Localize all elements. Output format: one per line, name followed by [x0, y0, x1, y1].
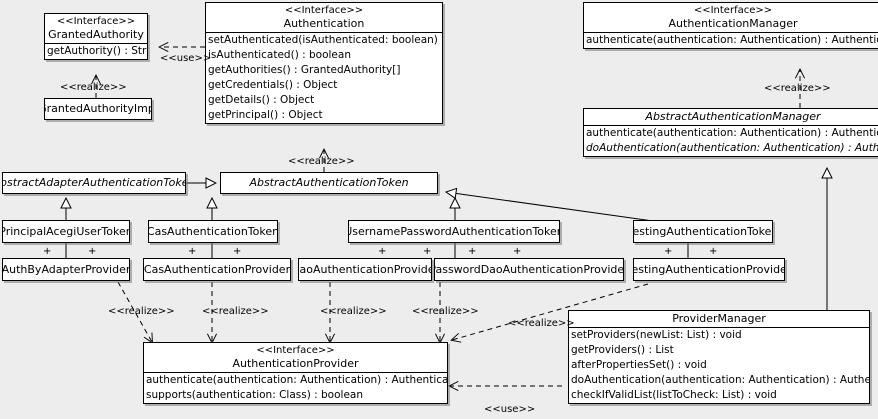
class-name: ProviderManager: [672, 312, 766, 325]
edge-label-use-authentication-granted-authority: <<use>>: [160, 53, 212, 64]
operations-compartment: setProviders(newList: List) : void getPr…: [569, 328, 869, 403]
class-authentication-provider[interactable]: <<Interface>> AuthenticationProvider aut…: [143, 342, 448, 404]
class-authentication-manager[interactable]: <<Interface>> AuthenticationManager auth…: [583, 2, 878, 49]
class-name: PrincipalAcegiUserToken: [2, 224, 130, 238]
association-multiplicity: +: [709, 246, 718, 257]
operation: setProviders(newList: List) : void: [571, 329, 742, 341]
class-cas-authentication-provider[interactable]: CasAuthenticationProvider: [143, 258, 291, 281]
operation: authenticate(authentication: Authenticat…: [586, 34, 878, 46]
class-name: AbstractAuthenticationManager: [645, 110, 821, 123]
class-password-dao-authentication-provider[interactable]: PasswordDaoAuthenticationProvider: [434, 258, 624, 281]
compartment-separator: [569, 327, 869, 328]
class-stereotype: <<Interface>>: [284, 5, 364, 16]
operation: authenticate(authentication: Authenticat…: [146, 374, 448, 386]
edge-label-realize-cas-authentication-provider: <<realize>>: [202, 306, 269, 317]
class-name: CasAuthenticationToken: [148, 224, 278, 238]
association-multiplicity: +: [188, 246, 197, 257]
edge-label-realize-auth-by-adapter-provider: <<realize>>: [108, 306, 175, 317]
association-multiplicity: +: [378, 246, 387, 257]
class-granted-authority-impl[interactable]: GrantedAuthorityImpl: [44, 98, 152, 120]
class-name: AuthenticationManager: [668, 17, 798, 30]
class-name: DaoAuthenticationProvider: [298, 262, 432, 276]
class-stereotype: <<Interface>>: [256, 345, 335, 356]
class-auth-by-adapter-provider[interactable]: AuthByAdapterProvider: [2, 258, 130, 281]
class-testing-authentication-provider[interactable]: TestingAuthenticationProvider: [633, 258, 785, 281]
operations-compartment: authenticate(authentication: Authenticat…: [144, 373, 447, 403]
class-username-password-authentication-token[interactable]: UsernamePasswordAuthenticationToken: [348, 220, 560, 243]
operation: doAuthentication(authentication: Authent…: [571, 374, 870, 386]
operation: afterPropertiesSet() : void: [571, 359, 707, 371]
edge-label-realize-granted-authority-impl: <<realize>>: [60, 82, 127, 93]
class-name: AbstractAuthenticationToken: [249, 176, 409, 189]
class-authentication[interactable]: <<Interface>> Authentication setAuthenti…: [205, 2, 443, 124]
operation: isAuthenticated() : boolean: [208, 49, 351, 61]
class-cas-authentication-token[interactable]: CasAuthenticationToken: [148, 220, 278, 243]
class-name: TestingAuthenticationToken: [633, 224, 773, 238]
edge-label-realize-testing-authentication-provider: <<realize>>: [508, 318, 575, 329]
association-multiplicity: +: [468, 246, 477, 257]
operation: setAuthenticated(isAuthenticated: boolea…: [208, 34, 442, 46]
class-stereotype: <<Interface>>: [56, 16, 136, 27]
class-name: GrantedAuthorityImpl: [44, 102, 152, 115]
association-multiplicity: +: [423, 246, 432, 257]
operations-compartment: authenticate(authentication: Authenticat…: [584, 33, 878, 48]
association-multiplicity: +: [513, 246, 522, 257]
association-multiplicity: +: [43, 246, 52, 257]
compartment-separator: [584, 32, 878, 33]
class-abstract-adapter-authentication-token[interactable]: AbstractAdapterAuthenticationToken: [2, 172, 186, 194]
association-multiplicity: +: [233, 246, 242, 257]
operation: getPrincipal() : Object: [208, 109, 323, 121]
class-name: CasAuthenticationProvider: [143, 262, 291, 276]
operation: supports(authentication: Class) : boolea…: [146, 389, 363, 401]
compartment-separator: [206, 32, 442, 33]
class-abstract-authentication-manager[interactable]: AbstractAuthenticationManager authentica…: [583, 108, 878, 157]
class-provider-manager[interactable]: ProviderManager setProviders(newList: Li…: [568, 310, 870, 404]
operation: authenticate(authentication: Authenticat…: [586, 127, 878, 139]
class-name: AuthByAdapterProvider: [2, 262, 130, 276]
operations-compartment: getAuthority() : String: [45, 44, 147, 59]
compartment-separator: [45, 43, 147, 44]
edge-label-realize-dao-authentication-provider: <<realize>>: [320, 306, 387, 317]
class-dao-authentication-provider[interactable]: DaoAuthenticationProvider: [298, 258, 432, 281]
class-name: TestingAuthenticationProvider: [633, 262, 785, 276]
class-principal-acegi-user-token[interactable]: PrincipalAcegiUserToken: [2, 220, 130, 243]
operation: getAuthority() : String: [47, 45, 147, 57]
operations-compartment: authenticate(authentication: Authenticat…: [584, 126, 878, 156]
compartment-separator: [584, 125, 878, 126]
edge-label-use-provider-manager: <<use>>: [484, 404, 536, 415]
compartment-separator: [144, 372, 447, 373]
class-name: AbstractAdapterAuthenticationToken: [2, 176, 186, 189]
edge-label-realize-abstract-authentication-manager: <<realize>>: [764, 83, 831, 94]
operation: getCredentials() : Object: [208, 79, 338, 91]
class-granted-authority[interactable]: <<Interface>> GrantedAuthority getAuthor…: [44, 13, 148, 60]
association-multiplicity: +: [88, 246, 97, 257]
operations-compartment: setAuthenticated(isAuthenticated: boolea…: [206, 33, 442, 123]
edge-label-realize-password-dao-authentication-provider: <<realize>>: [412, 306, 479, 317]
operation: getDetails() : Object: [208, 94, 315, 106]
class-name: Authentication: [283, 17, 365, 30]
class-name: PasswordDaoAuthenticationProvider: [434, 262, 624, 276]
class-testing-authentication-token[interactable]: TestingAuthenticationToken: [633, 220, 773, 243]
operation: checkIfValidList(listToCheck: List) : vo…: [571, 389, 777, 401]
class-name: AuthenticationProvider: [232, 357, 359, 370]
operation: getAuthorities() : GrantedAuthority[]: [208, 64, 401, 76]
operation: doAuthentication(authentication: Authent…: [586, 142, 878, 154]
class-stereotype: <<Interface>>: [693, 5, 773, 16]
edge-label-realize-abstract-authentication-token: <<realize>>: [288, 156, 355, 167]
class-name: UsernamePasswordAuthenticationToken: [348, 224, 560, 238]
class-abstract-authentication-token[interactable]: AbstractAuthenticationToken: [220, 172, 438, 194]
association-multiplicity: +: [664, 246, 673, 257]
class-name: GrantedAuthority: [48, 28, 144, 41]
operation: getProviders() : List: [571, 344, 674, 356]
